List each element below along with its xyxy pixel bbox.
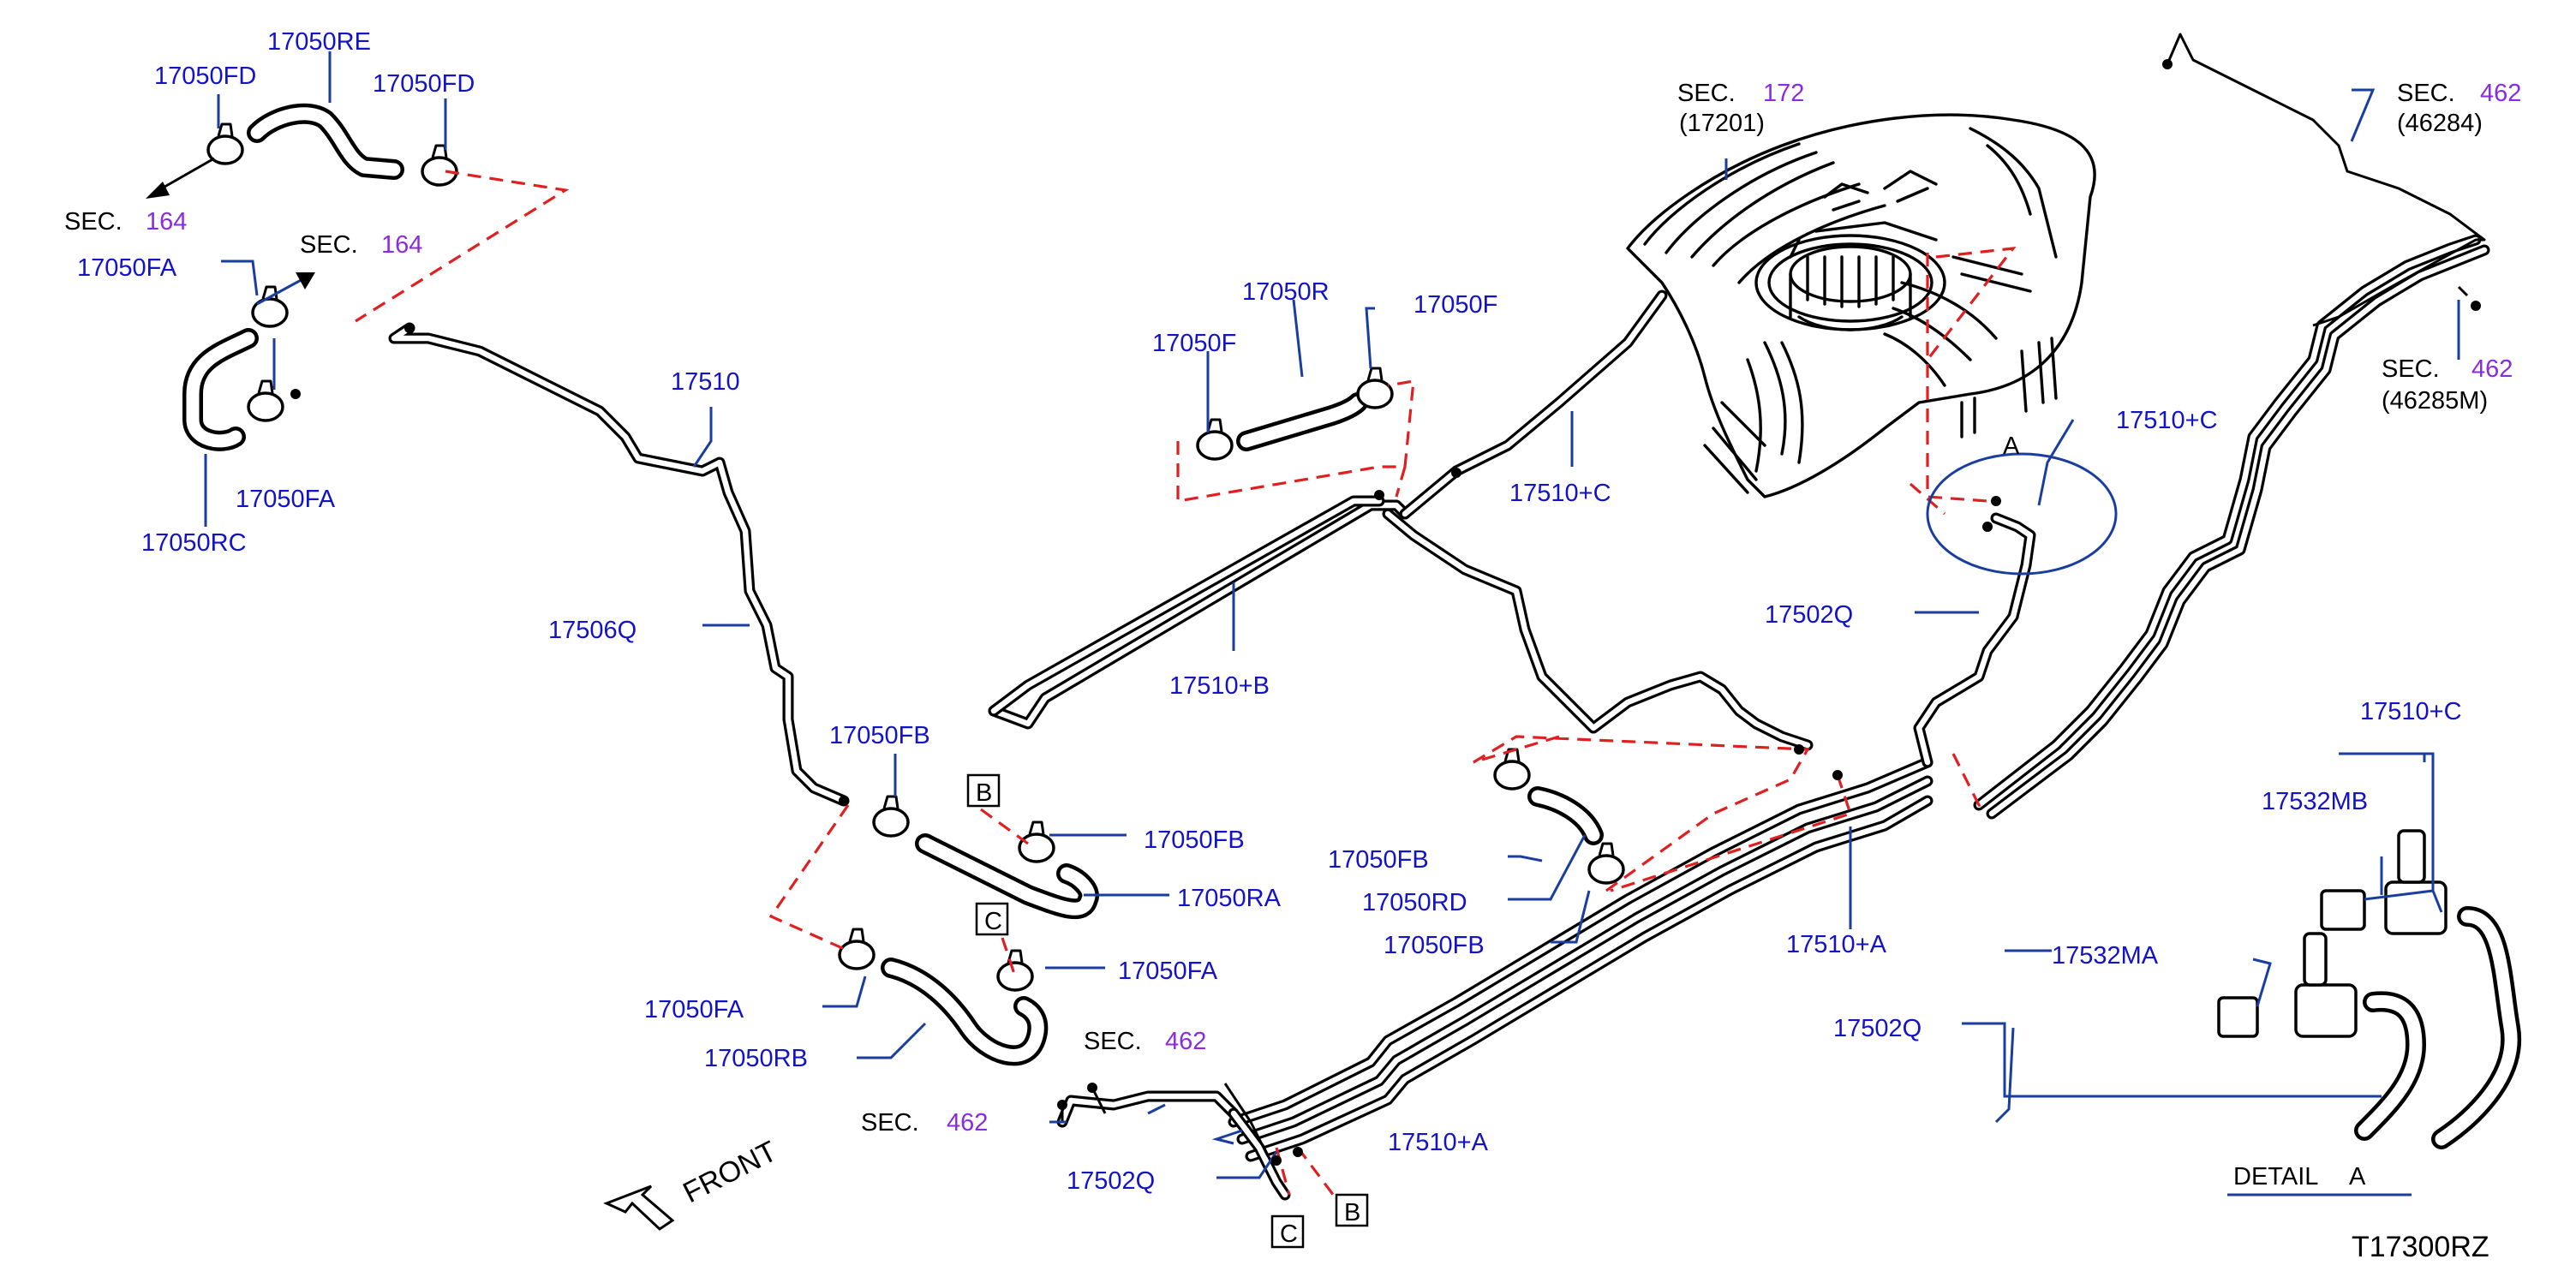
sec-number: 462 xyxy=(1165,1028,1206,1055)
sec-number: 462 xyxy=(947,1109,988,1137)
clamp-icon xyxy=(838,928,876,970)
clamp-icon xyxy=(872,795,910,838)
part-label: 17050FA xyxy=(236,486,336,513)
sec-arrows xyxy=(146,157,315,306)
reference-lines xyxy=(355,170,2017,1200)
sec-number: 462 xyxy=(2480,80,2521,107)
part-label: 17050RD xyxy=(1362,889,1467,916)
front-label: FRONT xyxy=(678,1135,782,1209)
arrow-icon xyxy=(146,182,170,199)
part-label: 17050FD xyxy=(154,63,256,90)
diagram-code: T17300RZ xyxy=(2352,1231,2489,1263)
part-label: 17050F xyxy=(1414,291,1497,319)
misc-labels: A B C B C FRONT DETAIL A T17300RZ xyxy=(678,433,2489,1263)
fuel-pipes xyxy=(388,234,2490,1201)
part-label: 17050FB xyxy=(1144,826,1245,854)
part-label: 17510+A xyxy=(1786,931,1887,958)
callout-letter-c: C xyxy=(984,908,1002,935)
section-labels: SEC. 164 SEC. 164 SEC. 172 (17201) SEC. … xyxy=(64,80,2521,1137)
part-label: 17510+C xyxy=(2116,407,2218,434)
part-label: 17532MB xyxy=(2262,788,2368,815)
clamp-icon xyxy=(996,949,1034,992)
clamp-icon xyxy=(1587,842,1625,885)
rubber-hoses xyxy=(182,103,2522,1149)
sec-word: SEC. xyxy=(1084,1028,1142,1055)
sec-word: SEC. xyxy=(1677,80,1736,107)
leader-lines xyxy=(204,51,2460,1196)
clamp-icon xyxy=(247,379,284,422)
part-label: 17502Q xyxy=(1833,1015,1922,1042)
part-label: 17510+C xyxy=(2360,698,2462,725)
part-label: 17510 xyxy=(671,368,740,396)
callout-boxes xyxy=(966,773,1369,1249)
part-label: 17050FB xyxy=(829,722,930,749)
clamp-icon xyxy=(206,122,244,165)
hose-clamps xyxy=(206,122,1625,992)
part-label: 17050RC xyxy=(141,529,247,557)
sec-word: SEC. xyxy=(2382,355,2440,383)
sec-word: SEC. xyxy=(2397,80,2455,107)
sec-number: 462 xyxy=(2471,355,2513,383)
detail-label: DETAIL xyxy=(2233,1163,2318,1190)
part-label: 17050FA xyxy=(644,996,744,1023)
detail-letter: A xyxy=(2349,1163,2366,1190)
clamp-icon xyxy=(1018,820,1055,863)
sec-word: SEC. xyxy=(300,231,358,259)
part-label: 17050FB xyxy=(1384,932,1485,959)
connection-dots xyxy=(290,59,2481,1166)
part-label: 17510+B xyxy=(1169,672,1270,700)
part-label: 17510+A xyxy=(1388,1129,1489,1156)
part-label: 17050RE xyxy=(267,28,371,56)
part-label: 17050FB xyxy=(1328,846,1429,874)
part-label: 17050FA xyxy=(77,254,177,282)
clamp-icon xyxy=(1493,748,1531,791)
sec-ref: (46284) xyxy=(2397,110,2483,137)
arrow-icon xyxy=(296,272,315,289)
sec-number: 164 xyxy=(146,208,187,236)
callout-letter-a: A xyxy=(2003,433,2020,460)
part-label: 17506Q xyxy=(548,617,637,644)
clamp-icon xyxy=(421,144,458,187)
callout-letter-c: C xyxy=(1280,1220,1298,1248)
sec-number: 172 xyxy=(1763,80,1804,107)
fuel-tank-illustration xyxy=(1626,113,2096,498)
sec-ref: (17201) xyxy=(1679,110,1765,137)
clamp-icon xyxy=(1196,418,1234,461)
part-label: 17050FA xyxy=(1118,958,1218,985)
front-arrow-icon xyxy=(603,1184,675,1231)
part-label: 17050R xyxy=(1242,278,1330,306)
sec-word: SEC. xyxy=(64,208,123,236)
sec-ref: (46285M) xyxy=(2382,387,2488,415)
sec-word: SEC. xyxy=(861,1109,919,1137)
clamp-icon xyxy=(1356,367,1394,409)
part-label: 17502Q xyxy=(1067,1167,1155,1195)
part-label: 17050FD xyxy=(373,70,475,98)
part-label: 17050RB xyxy=(704,1045,808,1072)
clamp-icon xyxy=(251,285,289,328)
quick-connectors xyxy=(2217,829,2447,1038)
part-label: 17050F xyxy=(1152,330,1236,357)
part-label: 17502Q xyxy=(1765,601,1853,629)
callout-letter-b: B xyxy=(976,779,992,807)
part-label: 17050RA xyxy=(1177,885,1282,912)
part-label: 17532MA xyxy=(2052,942,2159,970)
part-label: 17510+C xyxy=(1509,480,1611,507)
callout-letter-b: B xyxy=(1344,1199,1360,1226)
sec-number: 164 xyxy=(381,231,422,259)
part-labels: 17050RE 17050FD 17050FD 17050FA 17050FA … xyxy=(77,28,2462,1195)
thin-lines xyxy=(1061,33,2486,1157)
